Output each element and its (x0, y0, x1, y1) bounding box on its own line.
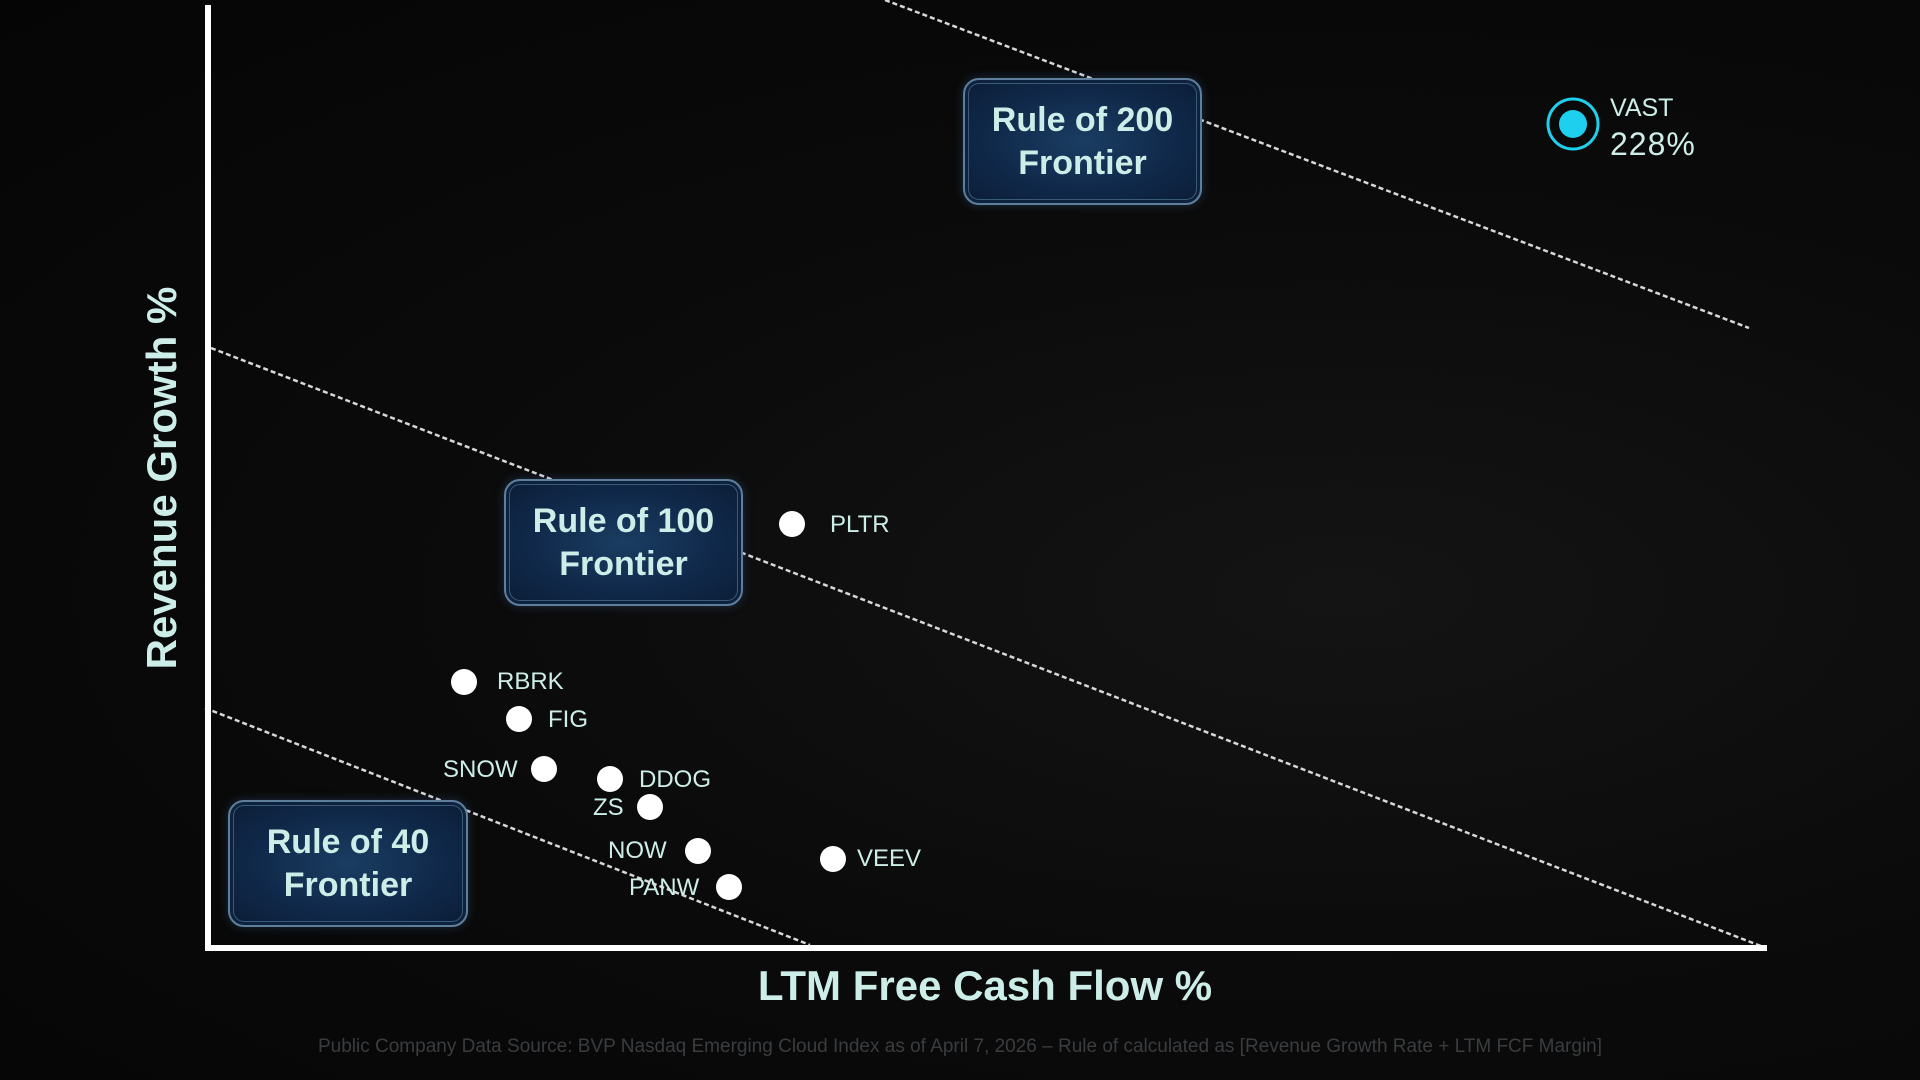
point-panw (716, 874, 742, 900)
label-snow: SNOW (443, 756, 518, 783)
x-axis (205, 945, 1767, 951)
vast-label: VAST (1610, 94, 1674, 122)
point-fig (506, 706, 532, 732)
rule-of-200-box: Rule of 200 Frontier (963, 78, 1202, 205)
rule-of-40-line2: Frontier (283, 865, 413, 904)
rule-of-100-line2: Frontier (559, 544, 688, 583)
rule-of-40-line (204, 706, 811, 947)
label-veev: VEEV (857, 845, 922, 872)
y-axis (205, 5, 211, 951)
rule-of-40-box: Rule of 40 Frontier (228, 800, 468, 927)
point-vast (1559, 110, 1587, 138)
vast-value: 228% (1610, 126, 1696, 162)
rule-of-100-box: Rule of 100 Frontier (504, 479, 743, 606)
rule-of-100-line1: Rule of 100 (532, 501, 715, 540)
label-panw: PANW (629, 874, 700, 901)
rule-of-100-line (210, 346, 1767, 950)
x-axis-title: LTM Free Cash Flow % (757, 962, 1213, 1009)
rule-of-200-line1: Rule of 200 (991, 100, 1174, 139)
label-fig: FIG (548, 706, 588, 733)
rule-of-40-line1: Rule of 40 (266, 822, 430, 861)
label-ddog: DDOG (639, 766, 711, 793)
point-veev (820, 846, 846, 872)
y-axis-title: Revenue Growth % (138, 286, 185, 670)
point-zs (637, 794, 663, 820)
point-now (685, 838, 711, 864)
point-pltr (779, 511, 805, 537)
label-now: NOW (608, 837, 667, 864)
rule-of-200-line (884, 0, 1750, 330)
label-zs: ZS (593, 794, 624, 821)
point-ddog (597, 766, 623, 792)
point-snow (531, 756, 557, 782)
rule-of-200-line2: Frontier (1018, 143, 1147, 182)
label-rbrk: RBRK (497, 668, 564, 695)
label-pltr: PLTR (830, 511, 890, 538)
source-footnote: Public Company Data Source: BVP Nasdaq E… (317, 1036, 1603, 1057)
point-rbrk (451, 669, 477, 695)
vast-ring (1546, 97, 1600, 151)
